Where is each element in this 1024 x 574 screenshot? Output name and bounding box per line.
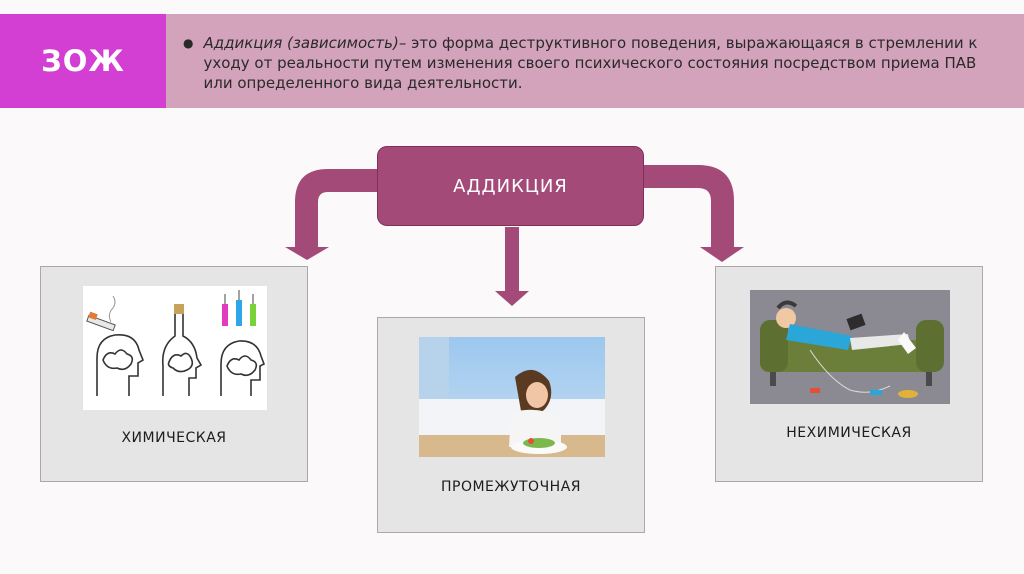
root-node: АДДИКЦИЯ <box>377 146 644 226</box>
card-non-chemical: НЕХИМИЧЕСКАЯ <box>715 266 983 482</box>
card-label: НЕХИМИЧЕСКАЯ <box>716 425 982 441</box>
cork-icon <box>174 304 184 314</box>
arrow-left <box>285 169 379 260</box>
arrow-right <box>644 165 744 262</box>
card-intermediate: ПРОМЕЖУТОЧНАЯ <box>377 317 645 533</box>
card-label: ХИМИЧЕСКАЯ <box>41 430 307 446</box>
syringe-icons <box>222 290 256 326</box>
card-chemical: ХИМИЧЕСКАЯ <box>40 266 308 482</box>
cigarette-icon <box>87 296 115 331</box>
arrow-middle <box>495 227 529 306</box>
non-chemical-illustration <box>750 290 950 404</box>
chemical-illustration <box>83 286 267 410</box>
card-label: ПРОМЕЖУТОЧНАЯ <box>378 479 644 495</box>
intermediate-photo <box>419 337 605 457</box>
